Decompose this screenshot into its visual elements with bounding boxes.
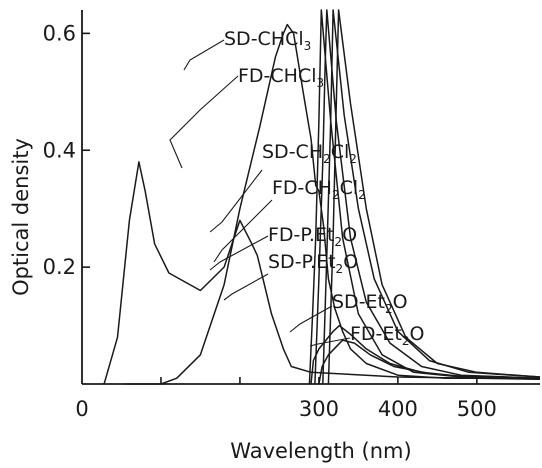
- series-label: FD-P.Et2O: [268, 224, 357, 249]
- label-text: SD-P.Et: [268, 251, 336, 273]
- label-text: SD-CHCl: [224, 28, 304, 50]
- label-text: O: [342, 224, 357, 246]
- label-text: SD-Et: [332, 291, 385, 313]
- y-tick-label: 0.2: [43, 255, 76, 279]
- label-text: O: [343, 251, 358, 273]
- label-text: FD-Et: [350, 323, 402, 345]
- series-line-7: [318, 339, 541, 385]
- series-label-leader: [209, 235, 269, 271]
- label-text: FD-CH: [272, 177, 332, 199]
- subscript: 2: [323, 152, 331, 166]
- label-text: O: [410, 323, 425, 345]
- y-tick-label: 0.4: [43, 138, 76, 162]
- series-label: SD-Et2O: [332, 291, 408, 316]
- subscript: 2: [332, 188, 340, 202]
- series-label-leader: [183, 39, 225, 71]
- label-text: O: [393, 291, 408, 313]
- series-label-leader: [309, 337, 351, 347]
- series-label: SD-CH2Cl2: [262, 141, 357, 166]
- y-axis-title: Optical density: [9, 138, 33, 296]
- subscript: 2: [334, 235, 342, 249]
- series-line-5: [103, 161, 541, 385]
- x-tick-label: 300: [299, 397, 339, 421]
- series-label: FD-CHCl3: [238, 65, 324, 90]
- subscript: 2: [349, 152, 357, 166]
- subscript: 3: [304, 39, 312, 53]
- subscript: 2: [336, 262, 344, 276]
- label-text: Cl: [340, 177, 359, 199]
- subscript: 2: [358, 188, 366, 202]
- series-layer: [103, 9, 541, 385]
- subscript: 2: [385, 302, 393, 316]
- x-tick-label: 0: [75, 397, 88, 421]
- label-text: FD-CHCl: [238, 65, 317, 87]
- x-axis-title: Wavelength (nm): [230, 439, 411, 463]
- x-tick-label: 400: [378, 397, 418, 421]
- series-line-1: [314, 9, 541, 385]
- series-labels: SD-CHCl3FD-CHCl3SD-CH2Cl2FD-CH2Cl2FD-P.E…: [169, 28, 424, 348]
- y-tick-label: 0.6: [43, 21, 76, 45]
- series-line-0: [308, 9, 541, 385]
- label-text: Cl: [331, 141, 350, 163]
- series-label: SD-P.Et2O: [268, 251, 358, 276]
- label-text: FD-P.Et: [268, 224, 334, 246]
- label-text: SD-CH: [262, 141, 323, 163]
- series-label-leader: [289, 305, 333, 333]
- series-line-4: [125, 23, 540, 385]
- series-label: FD-CH2Cl2: [272, 177, 366, 202]
- series-label: FD-Et2O: [350, 323, 424, 348]
- series-line-3: [327, 9, 541, 385]
- x-tick-label: 500: [457, 397, 497, 421]
- subscript: 3: [317, 76, 325, 90]
- series-label-leader: [223, 273, 269, 301]
- series-label-leader: [169, 75, 239, 169]
- series-label-leader: [213, 199, 273, 263]
- series-label: SD-CHCl3: [224, 28, 311, 53]
- subscript: 2: [402, 334, 410, 348]
- axis-ticks: 0.2 0.4 0.6 0 300 400 500: [43, 21, 497, 421]
- series-label-leader: [209, 169, 263, 233]
